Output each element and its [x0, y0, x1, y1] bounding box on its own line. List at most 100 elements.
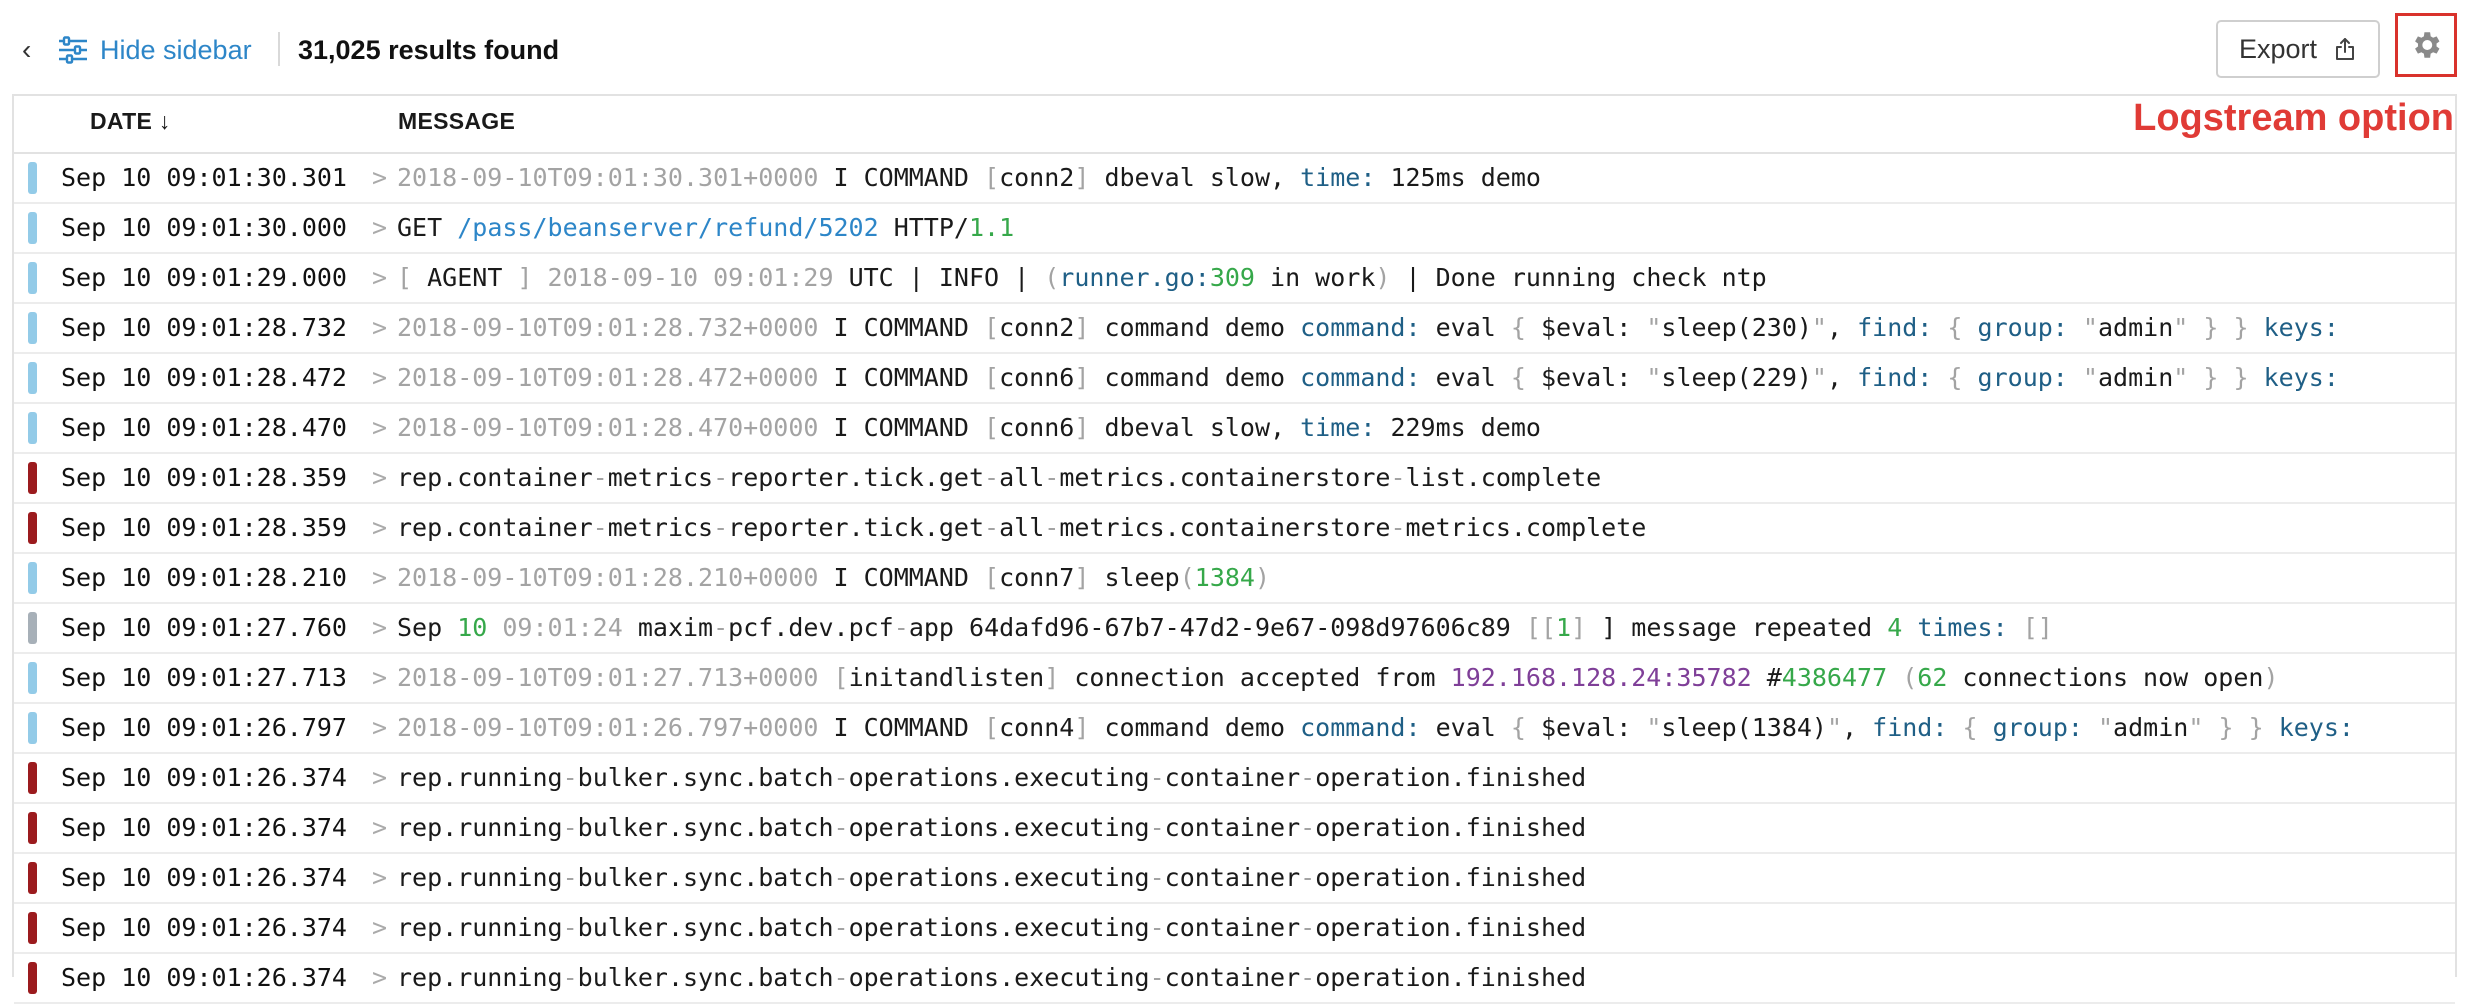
log-date: Sep 10 09:01:26.374	[61, 963, 347, 992]
message-token	[2249, 363, 2264, 392]
column-header-date[interactable]: DATE ↓	[90, 108, 171, 134]
message-token: $eval:	[1525, 363, 1647, 392]
message-token: -	[562, 813, 578, 842]
message-token: admin	[2097, 313, 2174, 342]
log-row[interactable]: Sep 10 09:01:30.301>2018-09-10T09:01:30.…	[14, 154, 2455, 204]
message-token	[2188, 363, 2203, 392]
message-token: conn4	[999, 713, 1075, 742]
status-indicator	[28, 362, 37, 394]
message-token: -	[713, 513, 729, 542]
log-row[interactable]: Sep 10 09:01:29.000>[ AGENT ] 2018-09-10…	[14, 254, 2455, 304]
message-token: 125ms demo	[1375, 163, 1541, 192]
message-token: group:	[1977, 313, 2068, 342]
message-token	[1962, 313, 1977, 342]
log-date: Sep 10 09:01:26.374	[61, 813, 347, 842]
chevron-right-icon: >	[372, 163, 388, 192]
message-token: [	[397, 263, 428, 292]
message-token: bulker.sync.batch	[577, 763, 834, 792]
log-row[interactable]: Sep 10 09:01:26.374>rep.running-bulker.s…	[14, 954, 2455, 1004]
message-token: -	[562, 913, 578, 942]
status-indicator	[28, 462, 37, 494]
message-token: {	[1510, 713, 1526, 742]
message-token: rep.running	[397, 863, 563, 892]
chevron-left-icon[interactable]: ‹	[22, 34, 32, 65]
log-row[interactable]: Sep 10 09:01:27.713>2018-09-10T09:01:27.…	[14, 654, 2455, 704]
message-token: I COMMAND	[833, 413, 985, 442]
log-date: Sep 10 09:01:30.301	[61, 163, 347, 192]
status-indicator	[28, 512, 37, 544]
message-token: operations.executing	[848, 763, 1150, 792]
message-token: rep.running	[397, 913, 563, 942]
message-token: 2018-09-10T09:01:28.472+0000	[397, 363, 834, 392]
logstream-options-button[interactable]	[2395, 13, 2457, 77]
chevron-right-icon: >	[372, 463, 388, 492]
message-token: "	[1646, 713, 1662, 742]
message-token: bulker.sync.batch	[577, 963, 834, 992]
message-token: -	[592, 513, 608, 542]
message-token	[1932, 313, 1947, 342]
log-row[interactable]: Sep 10 09:01:28.470>2018-09-10T09:01:28.…	[14, 404, 2455, 454]
chevron-right-icon: >	[372, 613, 388, 642]
status-indicator	[28, 912, 37, 944]
log-message: 2018-09-10T09:01:28.210+0000 I COMMAND […	[397, 554, 2447, 602]
message-token: conn7	[999, 563, 1075, 592]
message-token: -	[1300, 963, 1316, 992]
message-token: 1.1	[968, 213, 1015, 242]
hide-sidebar-button[interactable]: Hide sidebar	[58, 30, 252, 70]
message-token	[1978, 713, 1993, 742]
message-token	[1887, 663, 1902, 692]
chevron-right-icon: >	[372, 663, 388, 692]
message-token	[2234, 713, 2249, 742]
message-token: )	[1255, 563, 1271, 592]
results-count: 31,025 results found	[298, 35, 560, 65]
message-token: -	[1149, 813, 1165, 842]
chevron-right-icon: >	[372, 863, 388, 892]
chevron-right-icon: >	[372, 813, 388, 842]
log-row[interactable]: Sep 10 09:01:28.732>2018-09-10T09:01:28.…	[14, 304, 2455, 354]
log-message: 2018-09-10T09:01:28.470+0000 I COMMAND […	[397, 404, 2447, 452]
message-token: "	[1646, 313, 1662, 342]
message-token	[2264, 713, 2279, 742]
message-token: all	[999, 513, 1045, 542]
log-row[interactable]: Sep 10 09:01:26.374>rep.running-bulker.s…	[14, 854, 2455, 904]
message-token: -	[1149, 863, 1165, 892]
log-row[interactable]: Sep 10 09:01:30.000>GET /pass/beanserver…	[14, 204, 2455, 254]
export-button[interactable]: Export	[2216, 20, 2380, 78]
log-row[interactable]: Sep 10 09:01:26.374>rep.running-bulker.s…	[14, 804, 2455, 854]
message-token: ]	[1571, 613, 1587, 642]
chevron-right-icon: >	[372, 413, 388, 442]
message-token: pcf.dev.pcf	[728, 613, 894, 642]
log-row[interactable]: Sep 10 09:01:26.374>rep.running-bulker.s…	[14, 754, 2455, 804]
message-token: [	[984, 563, 1000, 592]
log-row[interactable]: Sep 10 09:01:26.374>rep.running-bulker.s…	[14, 904, 2455, 954]
message-token: I COMMAND	[833, 363, 985, 392]
log-row[interactable]: Sep 10 09:01:26.797>2018-09-10T09:01:26.…	[14, 704, 2455, 754]
message-token: reporter.tick.get	[728, 463, 985, 492]
message-token: conn2	[999, 313, 1075, 342]
log-date: Sep 10 09:01:30.000	[61, 213, 347, 242]
message-token: -	[833, 913, 849, 942]
message-token: reporter.tick.get	[728, 513, 985, 542]
message-token: operation.finished	[1315, 913, 1587, 942]
chevron-right-icon: >	[372, 263, 388, 292]
log-rows: Sep 10 09:01:30.301>2018-09-10T09:01:30.…	[14, 154, 2455, 1004]
status-indicator	[28, 662, 37, 694]
message-token: group:	[1977, 363, 2068, 392]
column-header-message[interactable]: MESSAGE	[398, 108, 516, 134]
message-token: "	[1646, 363, 1662, 392]
message-token: 2018-09-10T09:01:28.210+0000	[397, 563, 834, 592]
message-token: I COMMAND	[833, 563, 985, 592]
log-row[interactable]: Sep 10 09:01:28.359>rep.container-metric…	[14, 454, 2455, 504]
message-token: time:	[1300, 413, 1376, 442]
message-token: -	[1390, 463, 1406, 492]
message-token: ]	[1074, 163, 1090, 192]
log-row[interactable]: Sep 10 09:01:28.210>2018-09-10T09:01:28.…	[14, 554, 2455, 604]
message-token: container	[1164, 813, 1301, 842]
message-token: in work	[1254, 263, 1376, 292]
log-row[interactable]: Sep 10 09:01:28.472>2018-09-10T09:01:28.…	[14, 354, 2455, 404]
log-row[interactable]: Sep 10 09:01:27.760>Sep 10 09:01:24 maxi…	[14, 604, 2455, 654]
message-token: rep.running	[397, 763, 563, 792]
message-token: eval	[1420, 313, 1511, 342]
log-row[interactable]: Sep 10 09:01:28.359>rep.container-metric…	[14, 504, 2455, 554]
message-token	[2249, 313, 2264, 342]
